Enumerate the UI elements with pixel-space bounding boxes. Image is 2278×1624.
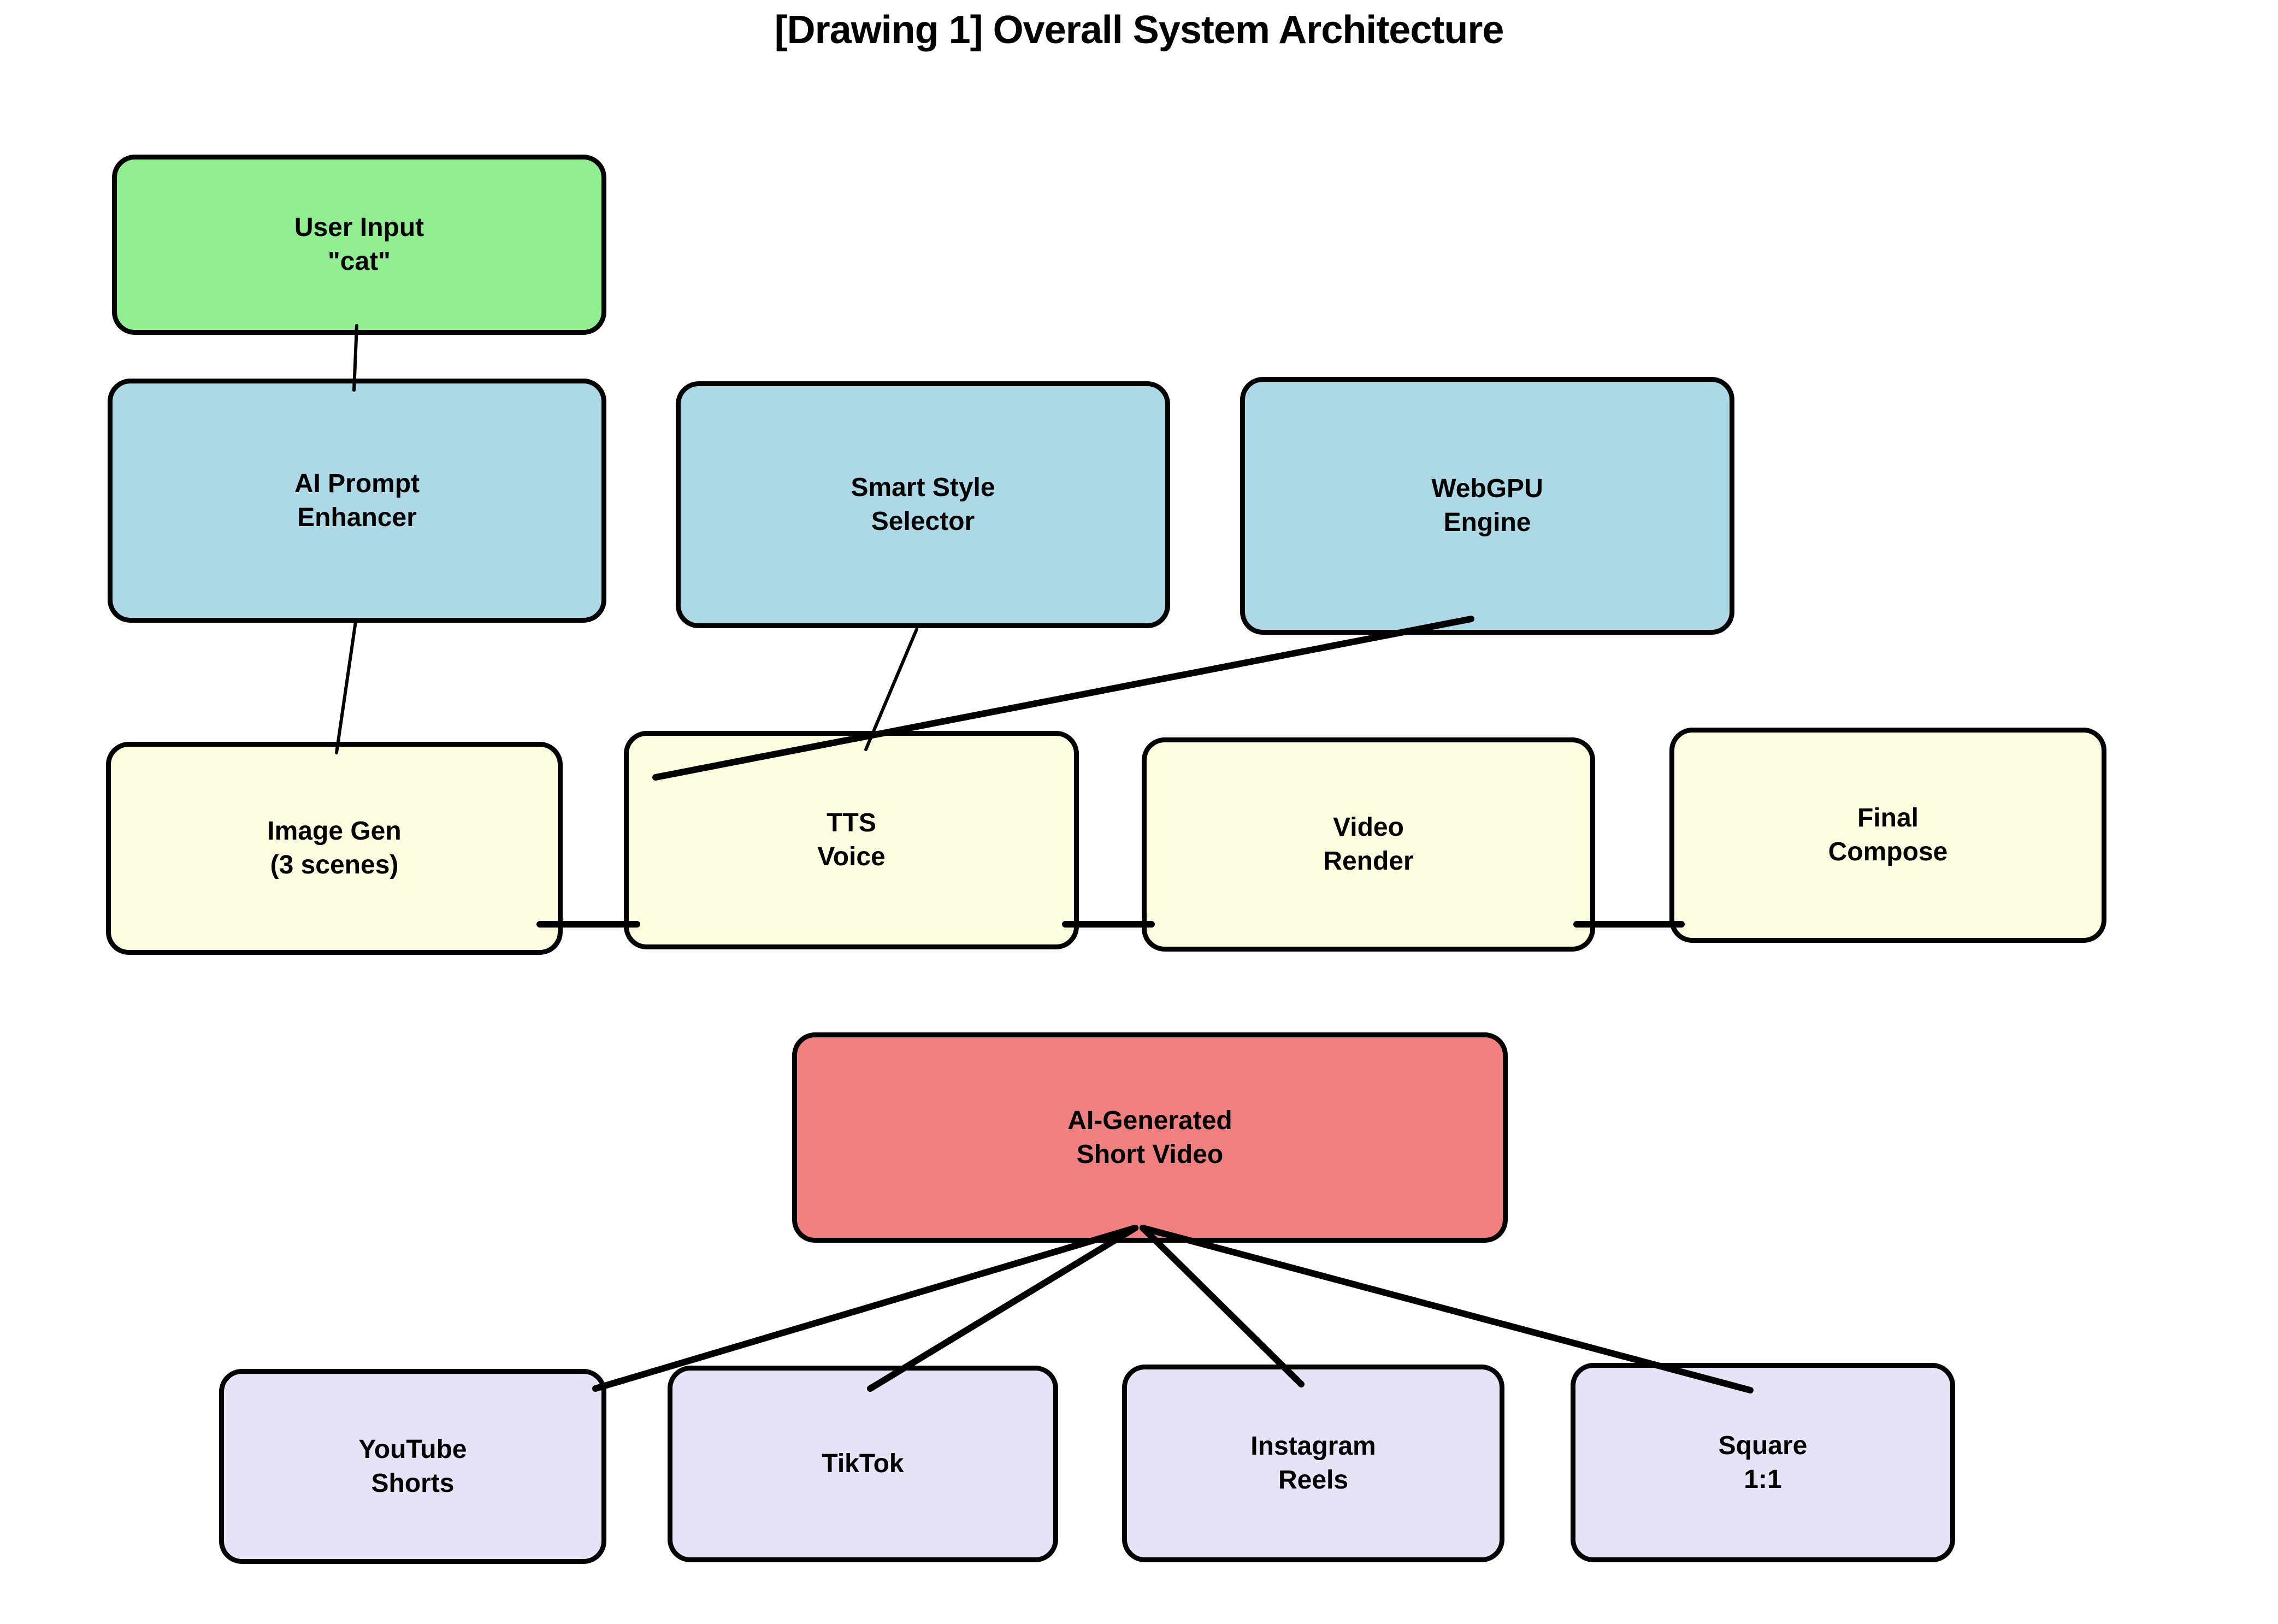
edge-ai-prompt-enhancer-to-image-gen: [335, 620, 357, 754]
node-label-line1: Final: [1857, 804, 1919, 832]
node-webgpu-engine: WebGPU Engine: [1240, 377, 1734, 635]
node-label-line2: Render: [1323, 847, 1414, 876]
node-label-line1: TTS: [827, 808, 876, 837]
node-label-line2: 1:1: [1744, 1464, 1782, 1494]
node-label-line2: (3 scenes): [270, 851, 399, 879]
edge-ai-short-video-to-tiktok: [867, 1225, 1138, 1392]
node-label-line2: Enhancer: [297, 503, 417, 532]
node-label-line1: Smart Style: [851, 473, 995, 502]
edge-ai-short-video-to-instagram-reels: [1140, 1225, 1305, 1387]
node-youtube-shorts: YouTube Shorts: [219, 1369, 606, 1564]
node-video-render: Video Render: [1142, 737, 1595, 952]
node-label-line1: User Input: [294, 213, 424, 242]
node-label-line2: Engine: [1443, 508, 1531, 537]
node-label-line1: AI Prompt: [294, 469, 420, 498]
node-label-line1: WebGPU: [1431, 474, 1543, 503]
node-label-line1: TikTok: [822, 1449, 904, 1478]
node-user-input: User Input "cat": [112, 155, 606, 335]
node-ai-short-video: AI-Generated Short Video: [792, 1032, 1508, 1243]
node-square-1-1: Square 1:1: [1571, 1363, 1955, 1562]
node-smart-style-selector: Smart Style Selector: [676, 381, 1170, 628]
diagram-title: [Drawing 1] Overall System Architecture: [774, 8, 1504, 52]
node-label-line2: Selector: [871, 507, 975, 536]
node-instagram-reels: Instagram Reels: [1122, 1365, 1504, 1562]
node-label-line1: YouTube: [358, 1434, 467, 1464]
node-tts-voice: TTS Voice: [624, 731, 1079, 949]
node-label-line1: Image Gen: [267, 817, 402, 846]
node-label-line2: Voice: [817, 842, 886, 871]
edge-ai-short-video-to-youtube-shorts: [592, 1225, 1138, 1392]
node-label-line1: Square: [1718, 1431, 1808, 1460]
node-label-line2: Shorts: [371, 1468, 455, 1498]
node-tiktok: TikTok: [668, 1366, 1058, 1562]
node-label-line2: Reels: [1278, 1466, 1349, 1495]
node-label-line1: Instagram: [1250, 1432, 1376, 1461]
node-image-gen: Image Gen (3 scenes): [106, 742, 563, 955]
node-label-line2: Short Video: [1076, 1139, 1224, 1169]
node-ai-prompt-enhancer: AI Prompt Enhancer: [108, 379, 606, 623]
node-label-line2: "cat": [328, 247, 391, 276]
node-label-line1: AI-Generated: [1067, 1106, 1232, 1135]
node-label-line2: Compose: [1828, 837, 1948, 866]
node-final-compose: Final Compose: [1669, 728, 2106, 943]
node-label-line1: Video: [1333, 813, 1404, 842]
